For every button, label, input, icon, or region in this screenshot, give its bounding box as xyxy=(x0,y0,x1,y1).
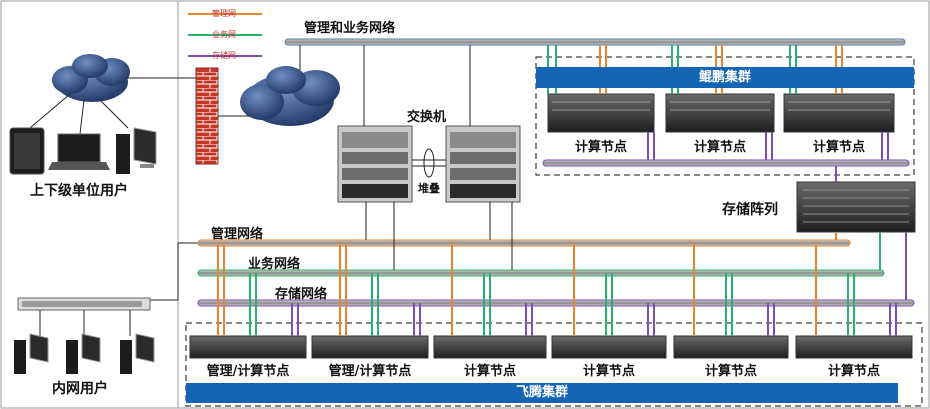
internet-cloud xyxy=(240,66,340,126)
tablet-icon xyxy=(9,127,45,175)
storage-array-label: 存储阵列 xyxy=(722,202,778,218)
switch-device-2 xyxy=(445,125,521,203)
top-bus-label: 管理和业务网络 xyxy=(304,21,396,36)
legend-business-label: 业务网 xyxy=(212,30,236,39)
external-cloud xyxy=(52,54,130,102)
feiteng-server-icon xyxy=(311,335,429,359)
mgmt-net-label: 管理网络 xyxy=(211,227,264,242)
kunpeng-server-icon xyxy=(665,93,775,133)
intranet-pc-icon xyxy=(14,333,49,374)
firewall-icon xyxy=(195,67,219,165)
stack-label: 堆叠 xyxy=(418,182,440,195)
mgmt-network-bus xyxy=(197,239,851,247)
feiteng-node-label: 管理/计算节点 xyxy=(206,364,290,379)
upper-users-label: 上下级单位用户 xyxy=(30,183,128,199)
business-net-label: 业务网络 xyxy=(248,257,301,272)
feiteng-server-icon xyxy=(795,335,913,359)
switch-label: 交换机 xyxy=(407,110,447,125)
storage-net-label: 存储网络 xyxy=(275,287,328,302)
feiteng-server-icon xyxy=(551,335,667,359)
mgmt-business-top-bus xyxy=(284,38,906,46)
legend-mgmt-label: 管理网 xyxy=(212,9,236,18)
feiteng-server-icon xyxy=(189,335,307,359)
kunpeng-server-icon xyxy=(783,93,895,133)
feiteng-server-icon xyxy=(433,335,547,359)
intranet-pc-icon xyxy=(66,333,101,374)
feiteng-node-label: 计算节点 xyxy=(827,364,880,379)
feiteng-node-label: 管理/计算节点 xyxy=(328,364,412,379)
feiteng-cluster-banner: 飞腾集群 xyxy=(186,383,898,403)
feiteng-node-label: 计算节点 xyxy=(463,364,516,379)
kunpeng-node-label: 计算节点 xyxy=(574,140,627,155)
storage-array-icon xyxy=(796,181,916,233)
kunpeng-node-label: 计算节点 xyxy=(693,140,746,155)
intranet-users-label: 内网用户 xyxy=(52,381,108,397)
legend-storage-label: 存储网 xyxy=(212,51,236,60)
kunpeng-server-icon xyxy=(547,93,655,133)
kunpeng-node-label: 计算节点 xyxy=(812,140,865,155)
kunpeng-cluster-banner: 鲲鹏集群 xyxy=(536,67,914,88)
laptop-icon xyxy=(48,133,110,170)
switch-device-1 xyxy=(337,125,413,203)
feiteng-node-label: 计算节点 xyxy=(704,364,757,379)
feiteng-node-label: 计算节点 xyxy=(582,364,635,379)
legend xyxy=(188,13,262,57)
feiteng-server-icon xyxy=(673,335,789,359)
intranet-switch-icon xyxy=(17,297,151,311)
kunpeng-cluster-frame xyxy=(535,56,915,176)
desktop-pc-icon xyxy=(116,127,157,174)
business-network-bus xyxy=(197,269,885,277)
intranet-pc-icon xyxy=(120,333,155,374)
stack-link-ring xyxy=(423,148,435,178)
kunpeng-storage-bus xyxy=(542,159,910,167)
